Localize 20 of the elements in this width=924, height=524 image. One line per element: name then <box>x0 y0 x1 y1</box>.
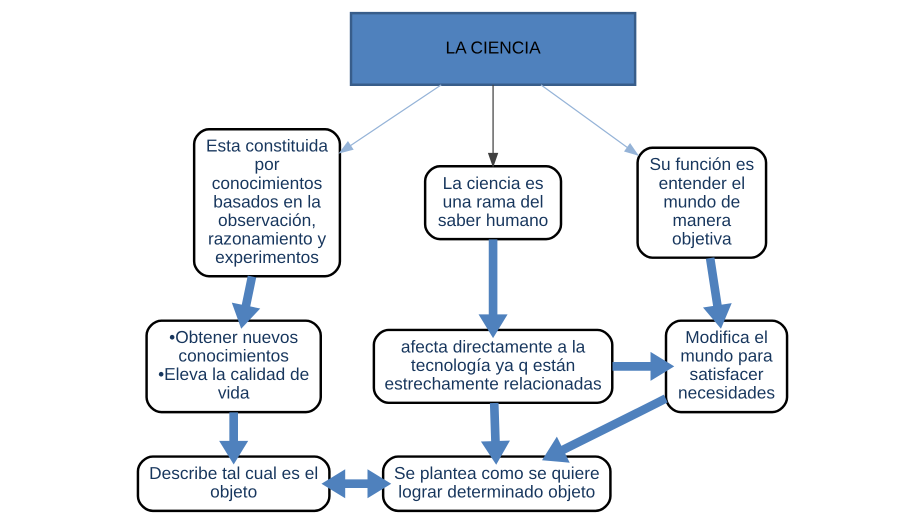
node-box: Modifica el mundo para satisfacer necesidades <box>664 319 788 414</box>
arrow <box>231 276 260 329</box>
arrow <box>320 469 391 498</box>
node-box: •Obtener nuevos conocimientos •Eleva la calidad de vida <box>144 319 322 414</box>
arrow <box>540 84 639 156</box>
node-box: Esta constituida por conocimientos basados en la observación, razonamiento y experimentos <box>192 128 341 278</box>
arrow <box>612 352 674 381</box>
node-box: Se plantea como se quiere lograr determinado objeto <box>381 455 612 512</box>
arrow <box>542 394 668 463</box>
node-box: Describe tal cual es el objeto <box>136 455 330 512</box>
arrow <box>338 84 442 154</box>
node-box: La ciencia es una rama del saber humano <box>423 165 562 240</box>
arrow <box>478 239 508 338</box>
arrow <box>487 84 498 168</box>
node-box: LA CIENCIA <box>349 12 636 86</box>
arrow <box>702 257 732 329</box>
node-box: Su función es entender el mundo de manera objetiva <box>636 146 767 259</box>
arrow <box>480 402 510 465</box>
arrow <box>218 412 248 465</box>
node-box: afecta directamente a la tecnología ya q están estrechamente relacionadas <box>372 328 613 404</box>
